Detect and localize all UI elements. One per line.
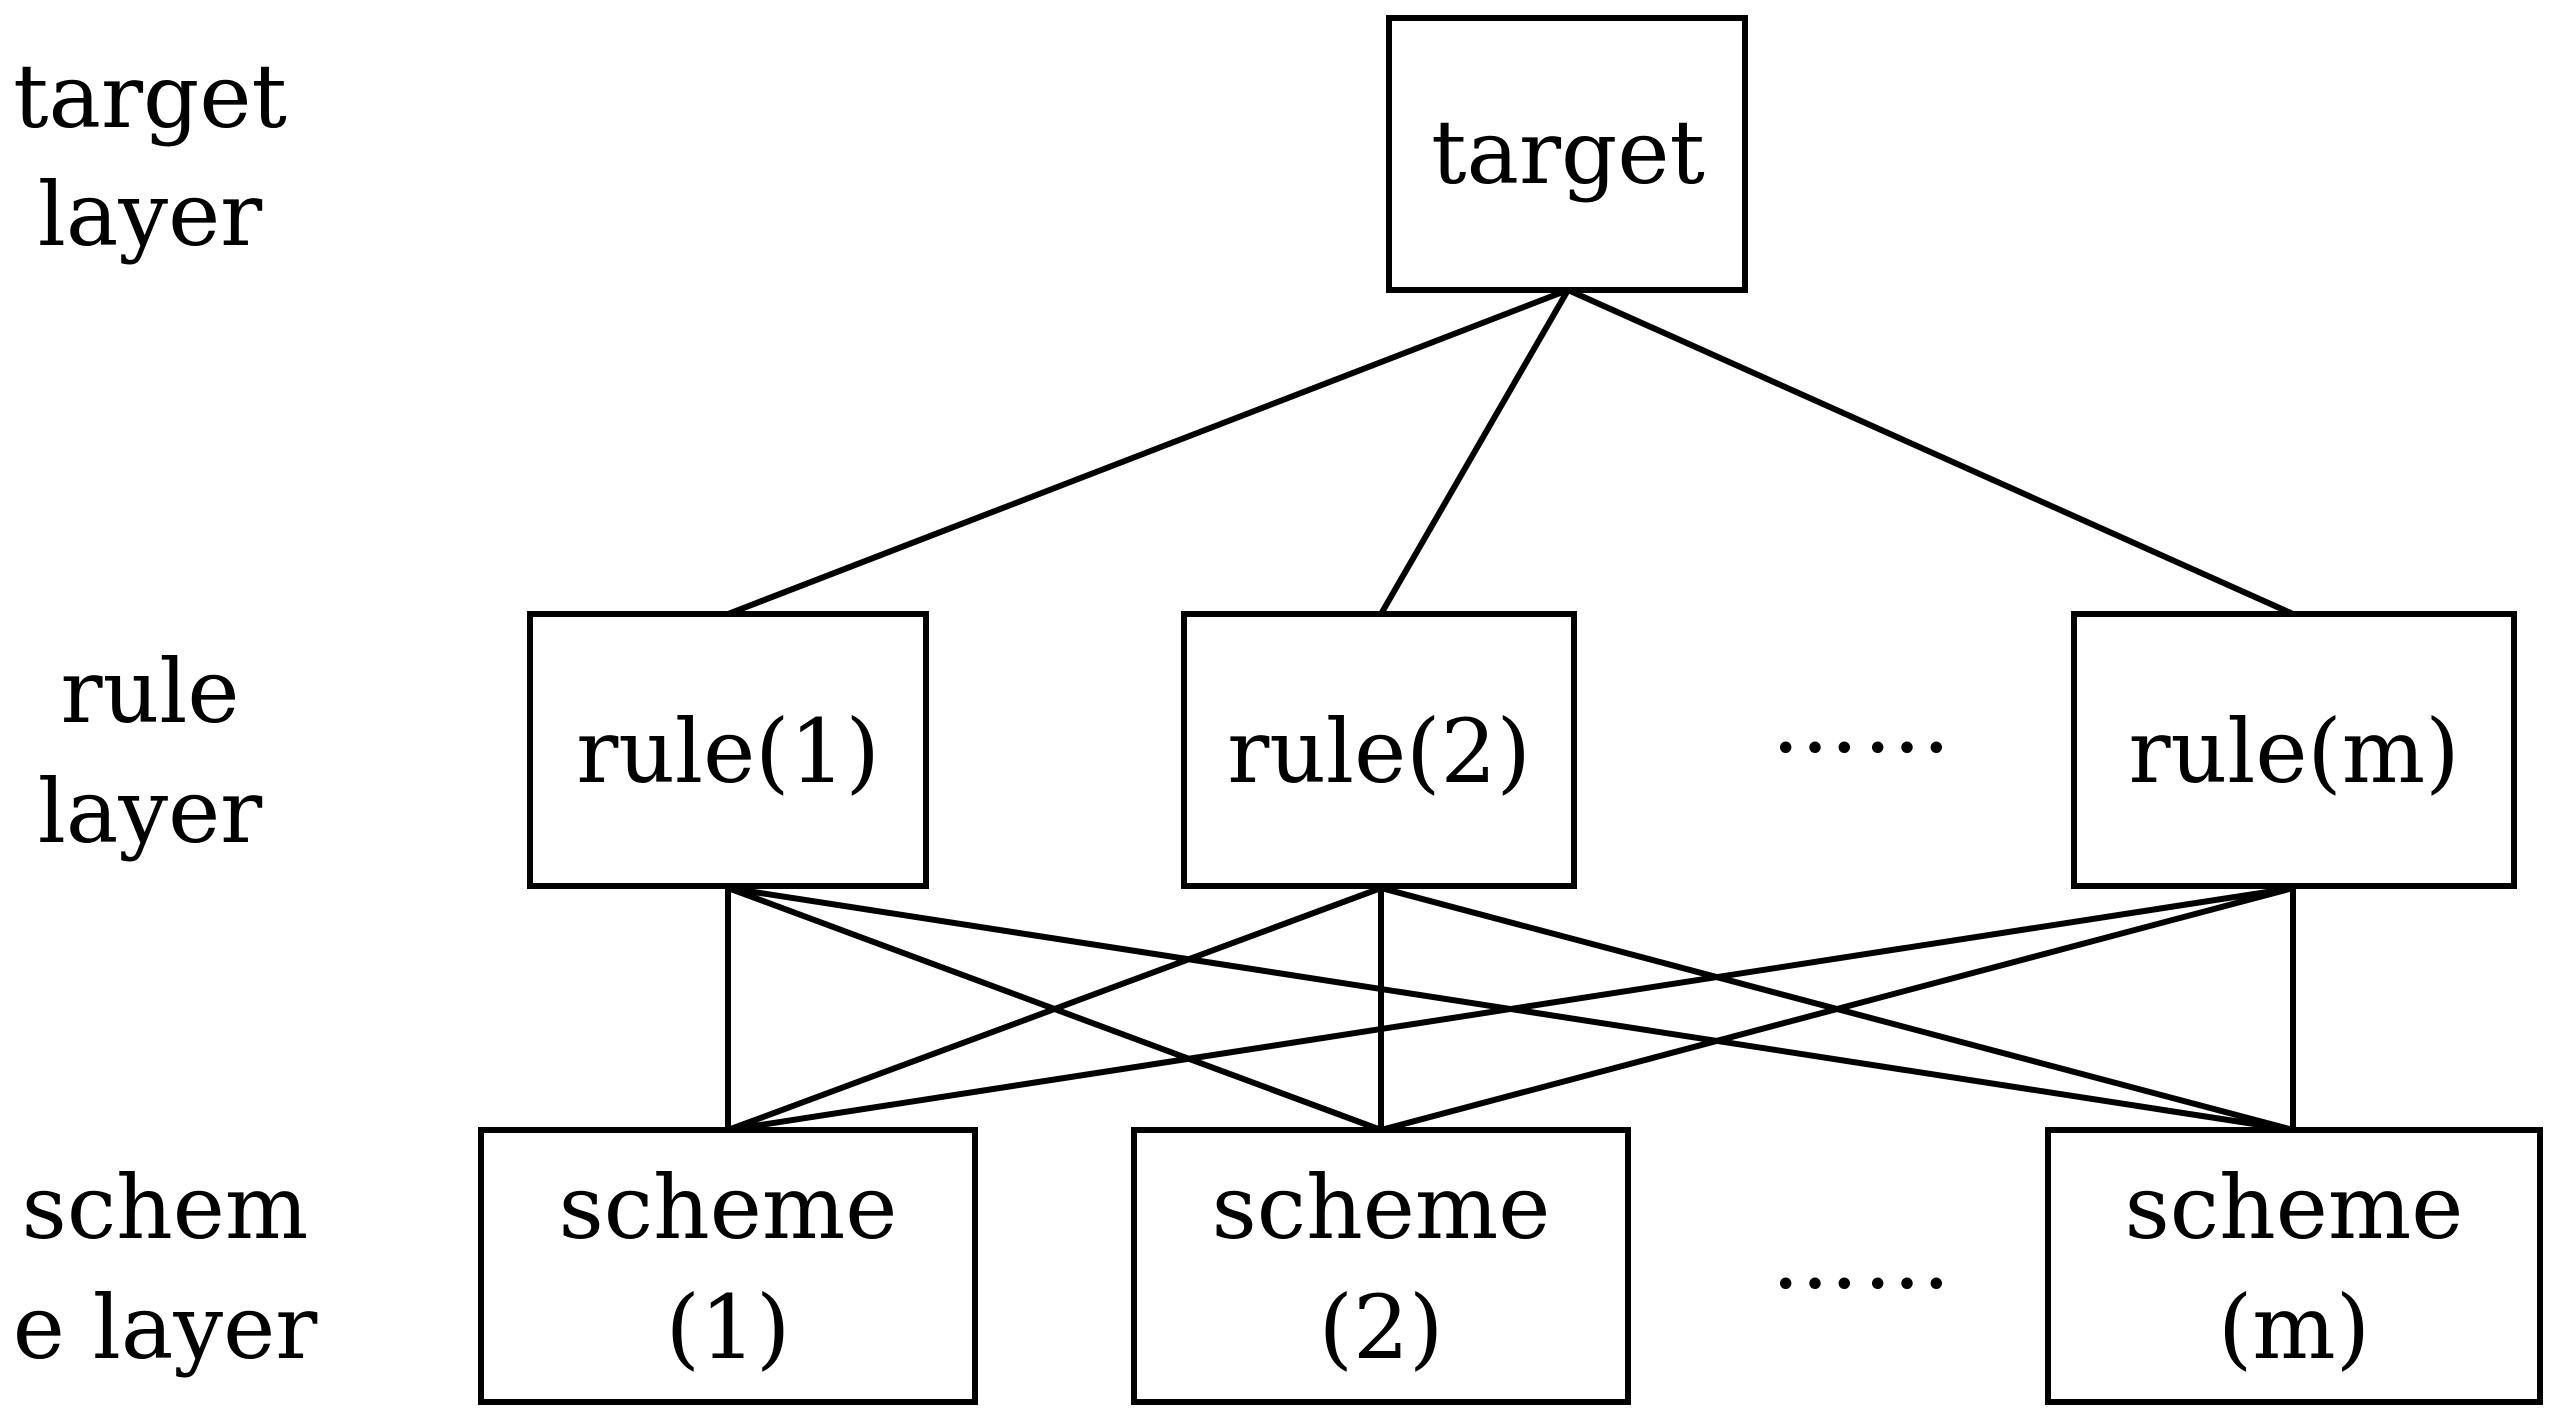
scheme-layer-label-line-1: schem	[22, 1156, 309, 1259]
target-layer-label-line-2: layer	[38, 163, 263, 266]
layer-labels: target layer rule layer schem e layer	[13, 45, 318, 1379]
rule-node-1-box	[527, 611, 929, 889]
edge-target-rule-1	[725, 287, 1571, 617]
scheme-node-m-box	[2045, 1127, 2543, 1405]
scheme-layer-label-line-2: e layer	[13, 1276, 318, 1379]
edge-target-rule-2	[1378, 287, 1571, 617]
scheme-node-1-label-line-1: scheme	[559, 1156, 898, 1259]
target-node-box	[1386, 15, 1748, 293]
scheme-node-1-label-line-2: (1)	[666, 1276, 791, 1379]
scheme-node-1-box	[478, 1127, 978, 1405]
target-layer-label-line-1: target	[13, 45, 287, 148]
scheme-node-2-label-line-2: (2)	[1319, 1276, 1444, 1379]
rule-node-m: rule(m)	[2071, 611, 2517, 889]
target-node-label: target	[1431, 101, 1705, 204]
edge-rule-m-scheme-2	[1378, 885, 2296, 1133]
rule-node-2-label: rule(2)	[1227, 700, 1531, 803]
scheme-node-m: scheme (m)	[2045, 1127, 2543, 1405]
scheme-node-2: scheme (2)	[1131, 1127, 1631, 1405]
edges-target-to-rules	[725, 287, 2296, 617]
rule-node-1-label: rule(1)	[576, 700, 880, 803]
rule-layer-label-line-2: layer	[38, 760, 263, 863]
scheme-node-1: scheme (1)	[478, 1127, 978, 1405]
scheme-node-2-label-line-1: scheme	[1212, 1156, 1551, 1259]
edge-rule-m-scheme-1	[725, 885, 2296, 1133]
edges-rules-to-schemes	[725, 885, 2296, 1133]
scheme-node-2-box	[1131, 1127, 1631, 1405]
edge-rule-2-scheme-1	[725, 885, 1384, 1133]
rule-ellipsis: ……	[1771, 670, 1955, 773]
target-node: target	[1386, 15, 1748, 293]
scheme-node-m-label-line-1: scheme	[2125, 1156, 2464, 1259]
rule-node-2-box	[1181, 611, 1577, 889]
edge-target-rule-m	[1565, 287, 2296, 617]
rule-node-1: rule(1)	[527, 611, 929, 889]
rule-node-m-label: rule(m)	[2128, 700, 2459, 803]
rule-node-m-box	[2071, 611, 2517, 889]
scheme-ellipsis: ……	[1771, 1206, 1955, 1309]
scheme-node-m-label-line-2: (m)	[2218, 1276, 2370, 1379]
rule-layer-label-line-1: rule	[61, 640, 240, 743]
rule-node-2: rule(2)	[1181, 611, 1577, 889]
